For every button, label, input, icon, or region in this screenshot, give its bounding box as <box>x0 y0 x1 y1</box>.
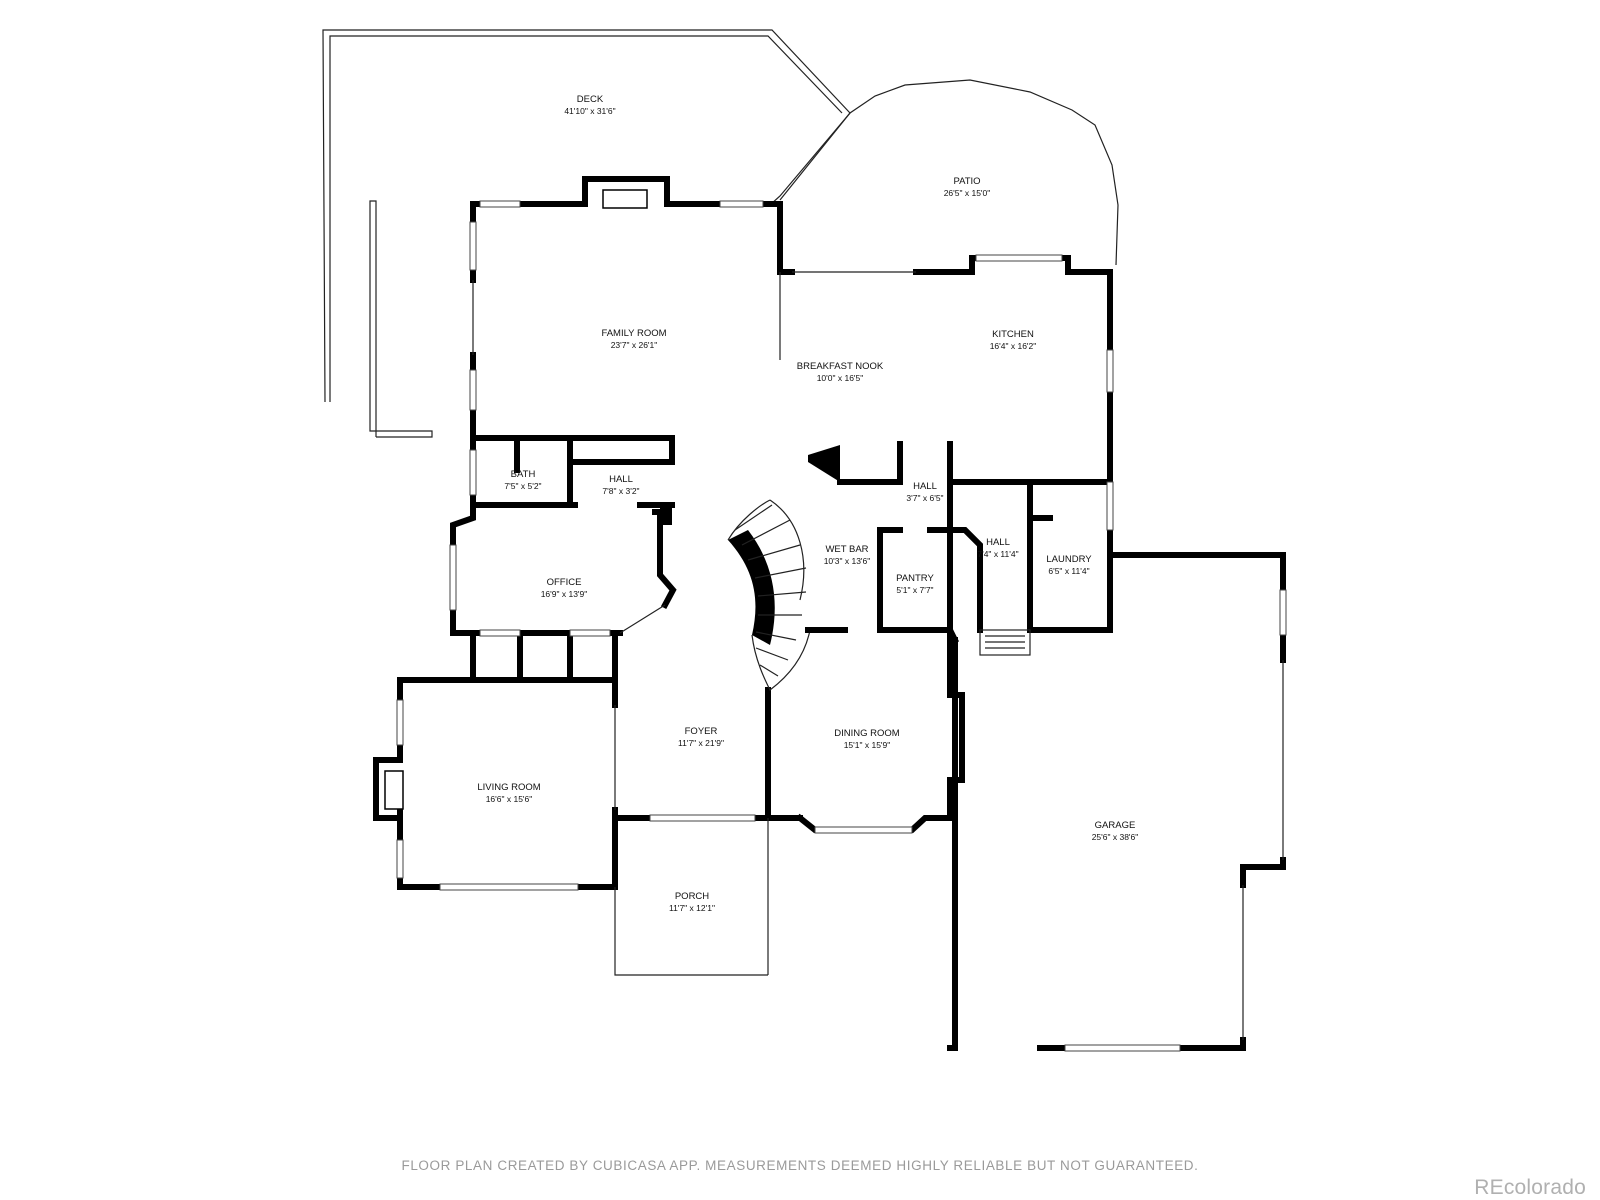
room-breakfast-nook-name: BREAKFAST NOOK <box>797 361 884 372</box>
room-dining-room-name: DINING ROOM <box>834 728 900 739</box>
room-living-room-dim: 16'6" x 15'6" <box>486 794 533 804</box>
room-wet-bar-dim: 10'3" x 13'6" <box>824 556 871 566</box>
room-bath-dim: 7'5" x 5'2" <box>504 481 541 491</box>
disclaimer-text: FLOOR PLAN CREATED BY CUBICASA APP. MEAS… <box>401 1158 1199 1173</box>
room-kitchen-name: KITCHEN <box>992 329 1034 340</box>
room-office-dim: 16'9" x 13'9" <box>541 589 588 599</box>
room-deck-name: DECK <box>577 94 604 105</box>
room-bath-name: BATH <box>511 469 536 480</box>
patio-outline <box>779 79 1119 266</box>
room-patio-dim: 26'5" x 15'0" <box>944 188 991 198</box>
room-labels: DECK 41'10" x 31'6" PATIO 26'5" x 15'0" … <box>477 94 1138 913</box>
room-patio-name: PATIO <box>953 176 980 187</box>
room-hall-2-name: HALL <box>913 481 937 492</box>
room-laundry-dim: 6'5" x 11'4" <box>1048 566 1089 576</box>
room-hall-3-name: HALL <box>986 537 1010 548</box>
room-pantry-name: PANTRY <box>896 573 934 584</box>
room-pantry-dim: 5'1" x 7'7" <box>896 585 933 595</box>
room-breakfast-nook-dim: 10'0" x 16'5" <box>817 373 864 383</box>
deck-outline <box>322 29 851 438</box>
room-living-room-name: LIVING ROOM <box>477 782 540 793</box>
room-foyer-dim: 11'7" x 21'9" <box>678 738 724 748</box>
room-kitchen-dim: 16'4" x 16'2" <box>990 341 1037 351</box>
room-office-name: OFFICE <box>547 577 582 588</box>
room-porch-dim: 11'7" x 12'1" <box>669 903 715 913</box>
walls <box>373 176 1286 1051</box>
room-hall-3-dim: 7'4" x 11'4" <box>977 549 1018 559</box>
room-deck-dim: 41'10" x 31'6" <box>564 106 615 116</box>
brand-logo: REcolorado <box>1474 1176 1586 1199</box>
room-garage-name: GARAGE <box>1095 820 1136 831</box>
room-garage-dim: 25'6" x 38'6" <box>1092 832 1139 842</box>
room-laundry-name: LAUNDRY <box>1046 554 1092 565</box>
room-hall-2-dim: 3'7" x 6'5" <box>906 493 943 503</box>
room-hall-1-dim: 7'8" x 3'2" <box>602 486 639 496</box>
windows <box>396 200 1287 1052</box>
room-family-room-dim: 23'7" x 26'1" <box>611 340 658 350</box>
room-dining-room-dim: 15'1" x 15'9" <box>844 740 891 750</box>
room-wet-bar-name: WET BAR <box>825 544 868 555</box>
room-family-room-name: FAMILY ROOM <box>601 328 666 339</box>
room-hall-1-name: HALL <box>609 474 633 485</box>
room-foyer-name: FOYER <box>685 726 718 737</box>
room-porch-name: PORCH <box>675 891 709 902</box>
